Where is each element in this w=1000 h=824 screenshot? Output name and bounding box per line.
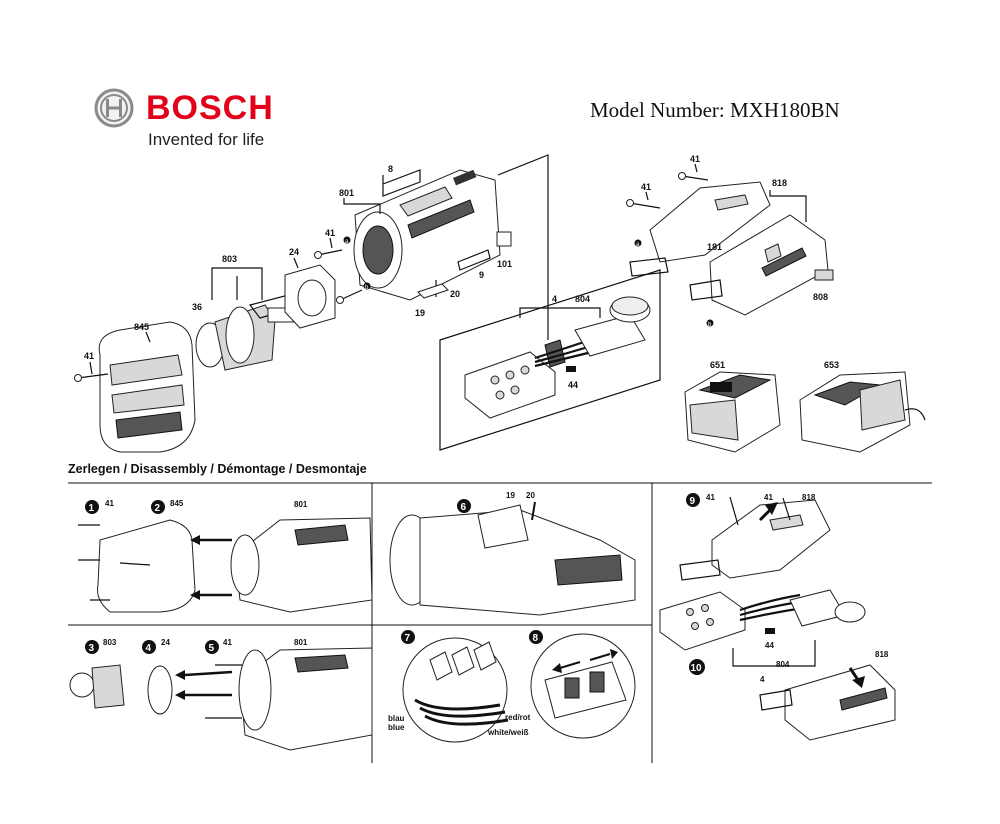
- step-number-1: 1: [89, 503, 95, 514]
- step-8-illustration: [530, 633, 636, 739]
- bosch-logo: BOSCH Invented for life: [94, 88, 334, 158]
- step6-label-19: 19: [506, 491, 515, 500]
- screw-41-top: [678, 172, 709, 181]
- step-6-illustration: [389, 501, 636, 616]
- disassembly-title: Zerlegen / Disassembly / Démontage / Des…: [68, 462, 367, 476]
- step-badge-6: [457, 499, 471, 513]
- step-number-5: 5: [209, 643, 215, 654]
- label-a-1: a: [345, 239, 349, 245]
- step6-label-20: 20: [526, 491, 535, 500]
- marker-b-1: [363, 282, 371, 290]
- label-818: 818: [772, 178, 787, 188]
- screw-41-left: [74, 373, 109, 382]
- label-101: 101: [497, 259, 512, 269]
- step-number-7: 7: [405, 633, 411, 644]
- step-badge-1: [85, 500, 99, 514]
- step4-label-24: 24: [161, 638, 170, 647]
- step-10-illustration: [659, 589, 896, 741]
- step-3-4-5-illustration: [69, 647, 373, 751]
- step-number-4: 4: [146, 643, 152, 654]
- step-badge-8: [529, 630, 543, 644]
- step-number-6: 6: [461, 502, 467, 513]
- label-36: 36: [192, 302, 202, 312]
- step10-label-4: 4: [760, 675, 765, 684]
- step3-label-803: 803: [103, 638, 117, 647]
- label-804: 804: [575, 294, 590, 304]
- marker-a-2: [634, 239, 642, 247]
- step-number-10: 10: [691, 663, 703, 674]
- wire-label-white: white/weiß: [487, 728, 529, 737]
- step2-label-801: 801: [294, 500, 308, 509]
- step-number-8: 8: [533, 633, 539, 644]
- step-7-illustration: [402, 637, 509, 743]
- label-a-2: a: [636, 242, 640, 248]
- marker-b-2: [706, 319, 714, 327]
- screw-41-housing: [314, 249, 343, 259]
- label-801: 801: [339, 188, 354, 198]
- label-4: 4: [552, 294, 557, 304]
- label-41-top: 41: [690, 154, 700, 164]
- label-41-left: 41: [84, 351, 94, 361]
- part-651-battery: [684, 371, 781, 453]
- label-b-2: b: [708, 322, 712, 328]
- brand-tagline: Invented for life: [148, 130, 265, 149]
- wire-label-blue: blue: [388, 723, 405, 732]
- step10-label-804: 804: [776, 660, 790, 669]
- label-41-mid: 41: [641, 182, 651, 192]
- step9-label-818: 818: [802, 493, 816, 502]
- step10-label-818: 818: [875, 650, 889, 659]
- step5-label-801: 801: [294, 638, 308, 647]
- step-number-3: 3: [89, 643, 95, 654]
- step5-label-41: 41: [223, 638, 232, 647]
- label-19: 19: [415, 308, 425, 318]
- part-845-front-housing: [98, 321, 196, 453]
- label-20: 20: [450, 289, 460, 299]
- marker-a-1: [343, 236, 351, 244]
- label-181: 181: [707, 242, 722, 252]
- step-number-9: 9: [690, 496, 696, 507]
- part-653-charger: [799, 371, 926, 453]
- label-9: 9: [479, 270, 484, 280]
- label-44: 44: [568, 380, 578, 390]
- step-badge-7: [401, 630, 415, 644]
- step2-label-845: 845: [170, 499, 184, 508]
- label-8: 8: [388, 164, 393, 174]
- step-badge-3: [85, 640, 99, 654]
- step-badge-5: [205, 640, 219, 654]
- step-9-illustration: [679, 496, 831, 581]
- wire-label-red: red/rot: [505, 713, 531, 722]
- label-41-housing: 41: [325, 228, 335, 238]
- label-24: 24: [289, 247, 299, 257]
- part-803-armature: [195, 291, 306, 371]
- part-818-top-cover: [629, 181, 771, 277]
- screw-b-housing: [336, 289, 363, 304]
- label-803: 803: [222, 254, 237, 264]
- screw-41-mid: [626, 199, 661, 209]
- step-number-2: 2: [155, 503, 161, 514]
- label-808: 808: [813, 292, 828, 302]
- step9-label-41a: 41: [706, 493, 715, 502]
- label-845: 845: [134, 322, 149, 332]
- brand-name: BOSCH: [146, 89, 274, 127]
- part-4-electronics-module: [464, 338, 601, 419]
- step-badge-2: [151, 500, 165, 514]
- step-badge-9: [686, 493, 700, 507]
- step-badge-4: [142, 640, 156, 654]
- bosch-armature-icon: [94, 88, 134, 128]
- part-24-fan: [284, 264, 336, 329]
- step-badge-10: [689, 659, 705, 675]
- label-b-1: b: [365, 285, 369, 291]
- step10-label-44: 44: [765, 641, 774, 650]
- step9-label-41b: 41: [764, 493, 773, 502]
- part-801-motor-housing: BOSCH: [353, 169, 501, 301]
- step1-label-41: 41: [105, 499, 114, 508]
- label-651: 651: [710, 360, 725, 370]
- wire-label-blau: blau: [388, 714, 405, 723]
- part-804-switch: [574, 296, 651, 357]
- label-653: 653: [824, 360, 839, 370]
- step-1-2-illustration: [78, 517, 373, 613]
- model-number: Model Number: MXH180BN: [590, 98, 840, 122]
